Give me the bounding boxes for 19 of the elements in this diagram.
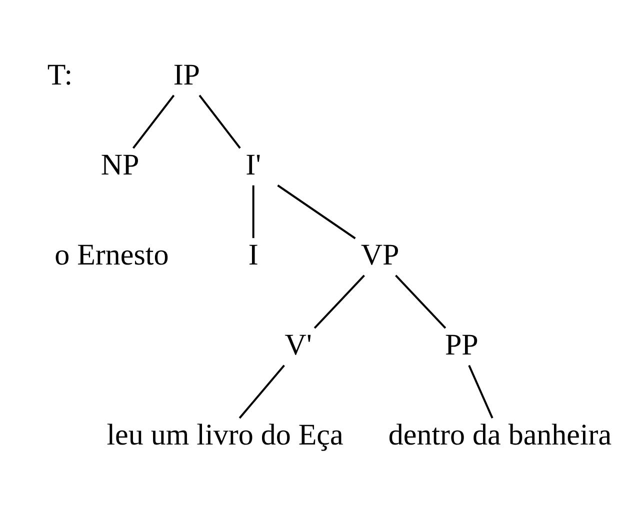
node-text: VP — [360, 238, 400, 272]
node-text: dentro da banheira — [388, 418, 612, 452]
node-text: I' — [246, 148, 262, 182]
node-text: V' — [284, 328, 312, 362]
connector — [395, 274, 446, 329]
connector — [198, 94, 241, 149]
node-text: NP — [100, 148, 140, 182]
connector — [132, 94, 175, 149]
connector — [314, 274, 365, 329]
label: o Ernesto — [54, 238, 169, 272]
connector — [277, 184, 356, 240]
node-text: PP — [444, 328, 478, 362]
connector — [238, 364, 285, 419]
node-text: I — [248, 238, 258, 272]
label: T: — [47, 58, 73, 92]
connector — [468, 364, 494, 418]
connector — [252, 185, 254, 238]
node-text: leu um livro do Eça — [106, 418, 344, 452]
node-text: IP — [173, 58, 200, 92]
